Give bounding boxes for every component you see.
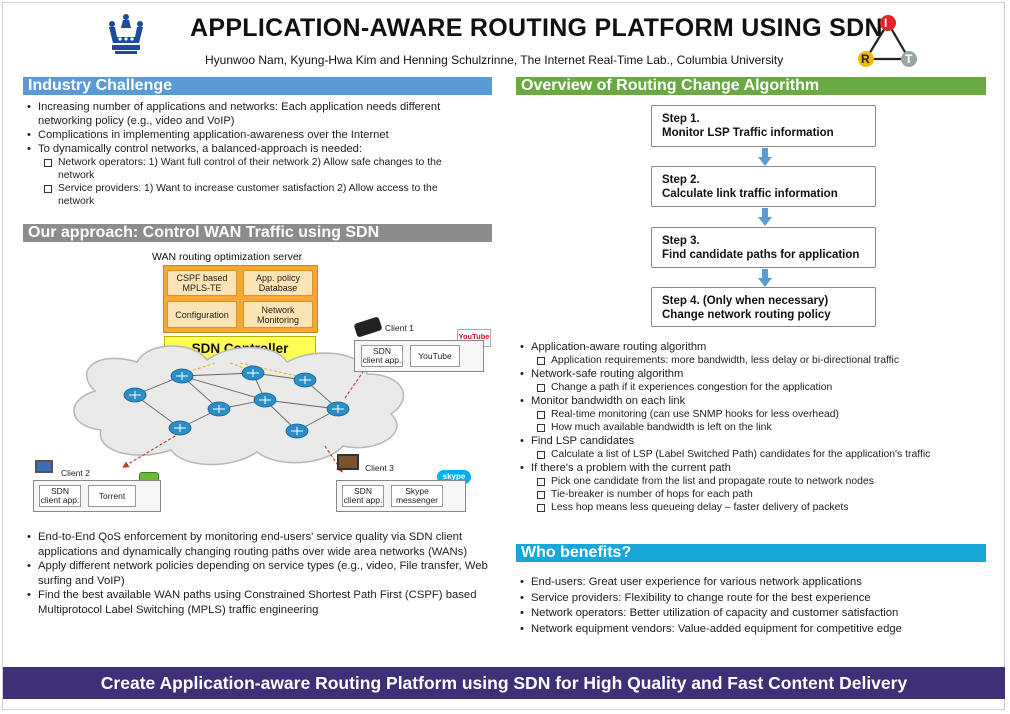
overview-sub-bullets: Calculate a list of LSP (Label Switched … — [531, 448, 989, 461]
overview-heading: Overview of Routing Change Algorithm — [516, 77, 986, 95]
overview-bullet-text: If there's a problem with the current pa… — [531, 462, 731, 474]
step-arrow-icon — [758, 208, 772, 226]
irt-lab-logo: I R T — [853, 14, 923, 70]
step-4-number: Step 4. (Only when necessary) — [662, 295, 829, 307]
step-3-box: Step 3. Find candidate paths for applica… — [651, 227, 876, 268]
overview-bullet: Application-aware routing algorithm Appl… — [519, 340, 989, 367]
overview-sub-bullet: Calculate a list of LSP (Label Switched … — [531, 448, 989, 461]
poster-title: APPLICATION-AWARE ROUTING PLATFORM USING… — [190, 14, 883, 42]
benefits-heading: Who benefits? — [516, 544, 986, 562]
overview-bullet: If there's a problem with the current pa… — [519, 461, 989, 514]
client1-label: Client 1 — [385, 323, 414, 333]
industry-sub-bullet: Network operators: 1) Want full control … — [38, 156, 468, 182]
overview-bullet: Monitor bandwidth on each link Real-time… — [519, 394, 989, 434]
overview-sub-bullets: Change a path if it experiences congesti… — [531, 381, 989, 394]
overview-bullet-text: Network-safe routing algorithm — [531, 368, 684, 380]
overview-sub-bullets: Application requirements: more bandwidth… — [531, 354, 989, 367]
step-arrow-icon — [758, 148, 772, 166]
benefits-bullet: Network operators: Better utilization of… — [519, 606, 989, 622]
overview-bullet-text: Monitor bandwidth on each link — [531, 395, 686, 407]
approach-bullet: Apply different network policies dependi… — [26, 559, 492, 588]
authors-line: Hyunwoo Nam, Kyung-Hwa Kim and Henning S… — [205, 53, 784, 67]
youtube-logo-text: YouTube — [458, 332, 490, 341]
step-4-box: Step 4. (Only when necessary) Change net… — [651, 287, 876, 327]
benefits-bullet: Service providers: Flexibility to change… — [519, 591, 989, 607]
overview-sub-bullet: Less hop means less queueing delay – fas… — [531, 501, 989, 514]
step-2-box: Step 2. Calculate link traffic informati… — [651, 166, 876, 207]
logo-letter-i: I — [884, 16, 888, 30]
client2-label: Client 2 — [61, 468, 90, 478]
bottom-banner: Create Application-aware Routing Platfor… — [3, 667, 1005, 699]
step-3-number: Step 3. — [662, 235, 700, 247]
overview-bullet: Network-safe routing algorithm Change a … — [519, 367, 989, 394]
network-cloud — [73, 345, 405, 473]
overview-sub-bullet: Change a path if it experiences congesti… — [531, 381, 989, 394]
industry-heading: Industry Challenge — [23, 77, 492, 95]
step-2-text: Calculate link traffic information — [662, 188, 838, 200]
overview-bullet-text: Find LSP candidates — [531, 435, 635, 447]
approach-bullets: End-to-End QoS enforcement by monitoring… — [26, 530, 492, 617]
step-arrow-icon — [758, 269, 772, 287]
client1-app: SDN client app. — [361, 345, 403, 367]
industry-bullet: Complications in implementing applicatio… — [26, 128, 490, 142]
approach-heading: Our approach: Control WAN Traffic using … — [23, 224, 492, 242]
client3-app: SDN client app. — [342, 485, 384, 507]
columbia-crown-logo — [103, 11, 149, 57]
overview-sub-bullet: Tie-breaker is number of hops for each p… — [531, 488, 989, 501]
step-1-text: Monitor LSP Traffic information — [662, 127, 834, 139]
overview-sub-bullets: Pick one candidate from the list and pro… — [531, 475, 989, 514]
overview-sub-bullet: Application requirements: more bandwidth… — [531, 354, 989, 367]
approach-bullet: Find the best available WAN paths using … — [26, 588, 492, 617]
industry-bullet: Increasing number of applications and ne… — [26, 100, 490, 128]
client3-tablet-icon — [337, 454, 359, 470]
network-monitoring-box: Network Monitoring — [243, 301, 313, 328]
approach-bullet: End-to-End QoS enforcement by monitoring… — [26, 530, 492, 559]
server-label: WAN routing optimization server — [152, 251, 303, 263]
overview-sub-bullets: Real-time monitoring (can use SNMP hooks… — [531, 408, 989, 434]
industry-bullets: Increasing number of applications and ne… — [26, 100, 490, 208]
client3-label: Client 3 — [365, 463, 394, 473]
overview-sub-bullet: Pick one candidate from the list and pro… — [531, 475, 989, 488]
logo-letter-r: R — [861, 52, 870, 66]
overview-bullet-text: Application-aware routing algorithm — [531, 341, 707, 353]
industry-sub-bullet: Service providers: 1) Want to increase c… — [38, 182, 468, 208]
wan-diagram: WAN routing optimization server CSPF bas… — [25, 248, 495, 518]
benefits-bullet: Network equipment vendors: Value-added e… — [519, 622, 989, 638]
client2-monitor-icon — [35, 460, 53, 473]
overview-bullet: Find LSP candidates Calculate a list of … — [519, 434, 989, 461]
client3-service: Skype messenger — [391, 485, 443, 507]
overview-sub-bullet: Real-time monitoring (can use SNMP hooks… — [531, 408, 989, 421]
benefits-bullets: End-users: Great user experience for var… — [519, 575, 989, 637]
client2-service: Torrent — [88, 485, 136, 507]
step-2-number: Step 2. — [662, 174, 700, 186]
client2-app: SDN client app. — [39, 485, 81, 507]
step-1-box: Step 1. Monitor LSP Traffic information — [651, 105, 876, 147]
client1-service: YouTube — [410, 345, 460, 367]
configuration-box: Configuration — [167, 301, 237, 328]
industry-sub-bullets: Network operators: 1) Want full control … — [38, 156, 468, 208]
industry-bullet-text: To dynamically control networks, a balan… — [38, 143, 362, 155]
skype-logo-text: skype — [442, 472, 466, 481]
industry-bullet: To dynamically control networks, a balan… — [26, 142, 490, 208]
logo-letter-t: T — [905, 52, 913, 66]
step-4-text: Change network routing policy — [662, 309, 831, 321]
overview-sub-bullet: How much available bandwidth is left on … — [531, 421, 989, 434]
cspf-box: CSPF based MPLS-TE — [167, 270, 237, 296]
app-policy-box: App. policy Database — [243, 270, 313, 296]
benefits-bullet: End-users: Great user experience for var… — [519, 575, 989, 591]
step-3-text: Find candidate paths for application — [662, 249, 860, 261]
overview-bullets: Application-aware routing algorithm Appl… — [519, 340, 989, 514]
step-1-number: Step 1. — [662, 113, 700, 125]
